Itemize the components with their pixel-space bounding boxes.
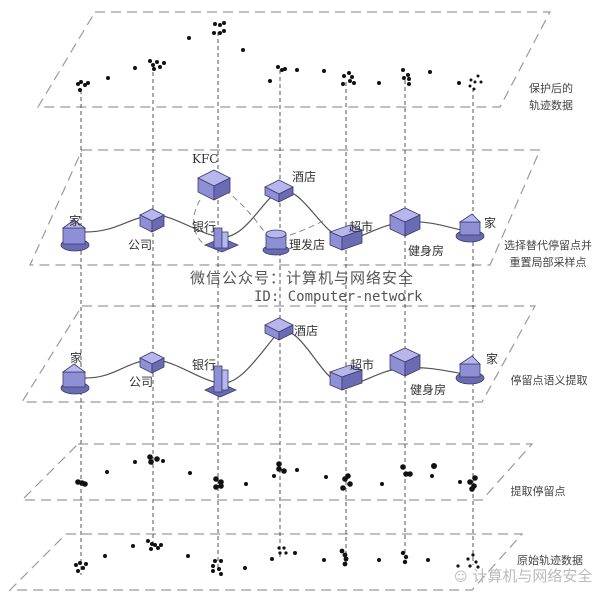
place-label-home: 家: [69, 214, 82, 228]
gym-icon: [389, 207, 421, 237]
stay-points: [75, 454, 478, 492]
plane-stay: [20, 443, 534, 501]
kfc-icon: [197, 169, 231, 201]
watermark-title: 微信公众号：计算机与网络安全: [190, 269, 415, 287]
watermark-corner: ☺ 计算机与网络安全: [454, 567, 593, 585]
hotel-icon: [264, 179, 294, 203]
place-label-gym: 健身房: [410, 383, 447, 397]
layer-label-replace: 选择替代停留点并 重置局部采样点: [504, 239, 592, 269]
replace-alt-kfc: [193, 199, 206, 246]
replace-alt-kfc2: [224, 189, 271, 241]
plane-raw: [8, 533, 524, 591]
office-icon: [139, 351, 165, 374]
place-label-supermarket: 超市: [349, 220, 374, 234]
hotel-icon: [264, 317, 294, 341]
layer-label-stay: 提取停留点: [510, 485, 566, 498]
place-label-supermarket: 超市: [350, 358, 375, 372]
place-label-home: 家: [70, 351, 83, 365]
layer-label-protected: 保护后的 轨迹数据: [529, 82, 573, 112]
place-label-hotel: 酒店: [294, 324, 319, 338]
supermarket-icon: [328, 364, 364, 391]
protected-points: [76, 21, 483, 92]
place-label-home: 家: [486, 352, 499, 366]
place-label-barber: 理发店: [289, 238, 326, 252]
house-icon: [455, 355, 485, 385]
place-label-bank: 银行: [192, 358, 217, 372]
raw-points: [74, 539, 480, 576]
bank-tower-icon: [204, 365, 237, 398]
layer-label-semantic: 停留点语义提取: [510, 374, 588, 387]
office-icon: [139, 208, 165, 233]
place-label-gym: 健身房: [408, 244, 445, 258]
watermark-id: ID: Computer-network: [254, 289, 423, 305]
supermarket-icon: [328, 224, 364, 251]
plane-semantic: [20, 305, 537, 403]
barber-icon: [262, 229, 290, 256]
house-icon: [60, 363, 90, 395]
place-label-home: 家: [484, 216, 497, 230]
vertical-connectors: [80, 32, 474, 575]
plane-protected: [36, 11, 551, 108]
place-label-company: 公司: [128, 238, 153, 252]
place-label-hotel: 酒店: [292, 170, 317, 184]
house-icon: [60, 219, 90, 252]
wechat-icon: ☺: [454, 570, 468, 585]
place-label-kfc: KFC: [192, 152, 219, 166]
bank-tower-icon: [203, 227, 239, 253]
layer-label-raw: 原始轨迹数据: [517, 554, 583, 567]
replace-buildings: [60, 169, 485, 256]
house-icon: [455, 213, 485, 243]
replace-alt-barber: [289, 219, 326, 236]
semantic-buildings: [60, 317, 485, 398]
place-label-company: 公司: [129, 375, 154, 389]
gym-icon: [389, 347, 421, 377]
place-label-bank: 银行: [192, 220, 217, 234]
plane-replace: [29, 149, 541, 266]
